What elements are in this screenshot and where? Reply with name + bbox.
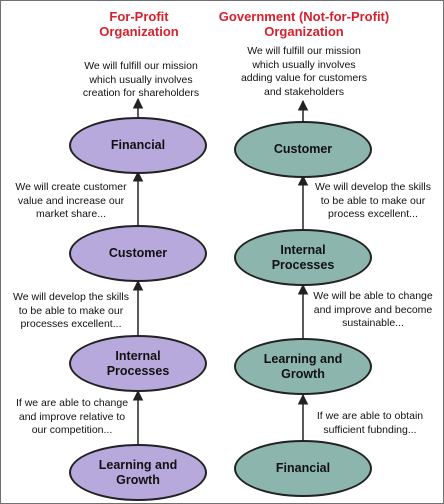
for-profit-processes-node: Internal Processes [69, 335, 207, 392]
for-profit-processes-note: We will develop the skills to be able to… [13, 291, 129, 330]
for-profit-learning-note: If we are able to change and improve rel… [15, 397, 129, 436]
for-profit-customer-node: Customer [69, 225, 207, 282]
government-financial-note: If we are able to obtain sufficient fubn… [316, 410, 424, 436]
for-profit-mission-note: We will fulfill our mission which usuall… [82, 60, 200, 99]
government-mission-note: We will fulfill our mission which usuall… [240, 45, 368, 98]
government-learning-note: We will be able to change and improve an… [313, 290, 433, 329]
government-processes-note: We will develop the skills to be able to… [315, 181, 431, 220]
government-customer-node: Customer [234, 121, 372, 178]
government-learning-node: Learning and Growth [234, 338, 372, 395]
for-profit-financial-node: Financial [69, 117, 207, 174]
government-heading: Government (Not-for-Profit) Organization [218, 9, 390, 39]
for-profit-customer-note: We will create customer value and increa… [15, 181, 127, 220]
government-financial-node: Financial [234, 440, 372, 497]
for-profit-learning-node: Learning and Growth [69, 444, 207, 501]
for-profit-heading: For-Profit Organization [99, 9, 179, 39]
government-processes-node: Internal Processes [234, 229, 372, 286]
